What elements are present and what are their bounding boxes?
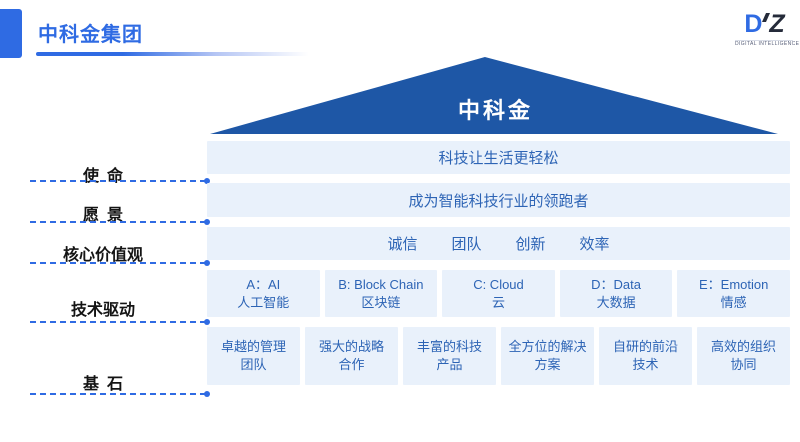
leader-dot [204, 319, 210, 325]
title-underline [36, 52, 346, 56]
foundation-box-line1: 自研的前沿 [612, 339, 678, 355]
leader-line-foundation [30, 391, 210, 397]
tech-box-subtitle: 云 [491, 294, 505, 310]
foundation-box-line1: 强大的战略 [318, 339, 384, 355]
tech-drive-band: A：AI 人工智能 B: Block Chain 区块链 C: Cloud 云 … [207, 270, 790, 317]
foundation-box-line1: 全方位的解决 [508, 339, 587, 355]
side-label-foundation: 基 石 [82, 376, 123, 393]
tech-box-title: A：AI [246, 276, 281, 292]
foundation-box-solutions: 全方位的解决 方案 [501, 327, 594, 385]
pyramid-roof-label: 中科金 [457, 98, 533, 123]
foundation-box-line1: 丰富的科技 [416, 339, 482, 355]
tech-box-data: D：Data 大数据 [559, 270, 673, 317]
foundation-box-synergy: 高效的组织 协同 [697, 327, 790, 385]
leader-dot [204, 391, 210, 397]
foundation-box-technology: 自研的前沿 技术 [599, 327, 692, 385]
logo-tagline: DIGITAL INTELLIGENCE [735, 40, 800, 47]
foundation-box-line1: 高效的组织 [710, 339, 776, 355]
foundation-box-cooperation: 强大的战略 合作 [305, 327, 398, 385]
foundation-box-line1: 卓越的管理 [220, 339, 286, 355]
tech-box-title: E：Emotion [698, 276, 769, 292]
page-title: 中科金集团 [38, 24, 143, 46]
foundation-box-line2: 协同 [730, 357, 757, 372]
foundation-box-line2: 产品 [436, 357, 463, 372]
side-label-core-values: 核心价值观 [62, 247, 143, 264]
core-value-word: 诚信 [387, 236, 418, 253]
foundation-box-line2: 方案 [534, 357, 561, 372]
brand-accent-bar [0, 9, 22, 58]
leader-line-vision [30, 219, 210, 225]
tech-box-emotion: E：Emotion 情感 [677, 270, 790, 317]
core-value-word: 效率 [579, 236, 610, 253]
core-value-word: 创新 [515, 236, 546, 253]
tech-box-subtitle: 人工智能 [237, 294, 290, 310]
tech-box-title: D：Data [591, 276, 641, 292]
leader-dot [204, 178, 210, 184]
pyramid-roof: 中科金 [210, 57, 778, 134]
logo-mark: D Z [735, 12, 793, 38]
logo-letter-d: D [744, 10, 763, 38]
foundation-box-products: 丰富的科技 产品 [403, 327, 496, 385]
core-values-band: 诚信 团队 创新 效率 [207, 227, 790, 260]
logo-letter-z: Z [769, 10, 784, 38]
foundation-box-line2: 合作 [338, 357, 365, 372]
leader-line-core-values [30, 260, 210, 266]
foundation-box-line2: 团队 [240, 357, 267, 372]
tech-box-title: C: Cloud [473, 276, 524, 292]
mission-band: 科技让生活更轻松 [207, 141, 790, 174]
leader-line-tech-drive [30, 319, 210, 325]
tech-box-cloud: C: Cloud 云 [442, 270, 555, 317]
side-label-vision: 愿 景 [82, 207, 123, 224]
tech-box-blockchain: B: Block Chain 区块链 [324, 270, 438, 317]
foundation-band: 卓越的管理 团队 强大的战略 合作 丰富的科技 产品 全方位的解决 方案 自研的… [207, 327, 790, 385]
core-value-word: 团队 [451, 236, 482, 253]
leader-dot [204, 219, 210, 225]
side-label-tech-drive: 技术驱动 [70, 302, 135, 319]
mission-text: 科技让生活更轻松 [438, 150, 559, 167]
side-label-mission: 使 命 [82, 168, 123, 185]
tech-box-subtitle: 区块链 [361, 294, 401, 310]
tech-box-ai: A：AI 人工智能 [207, 270, 320, 317]
foundation-box-line2: 技术 [632, 357, 659, 372]
company-logo: D Z DIGITAL INTELLIGENCE [735, 12, 800, 47]
tech-box-subtitle: 大数据 [596, 294, 636, 310]
leader-dot [204, 260, 210, 266]
vision-band: 成为智能科技行业的领跑者 [207, 183, 790, 217]
tech-box-title: B: Block Chain [338, 276, 424, 292]
tech-box-subtitle: 情感 [720, 294, 747, 310]
leader-line-mission [30, 178, 210, 184]
vision-text: 成为智能科技行业的领跑者 [408, 192, 589, 210]
foundation-box-team: 卓越的管理 团队 [207, 327, 300, 385]
